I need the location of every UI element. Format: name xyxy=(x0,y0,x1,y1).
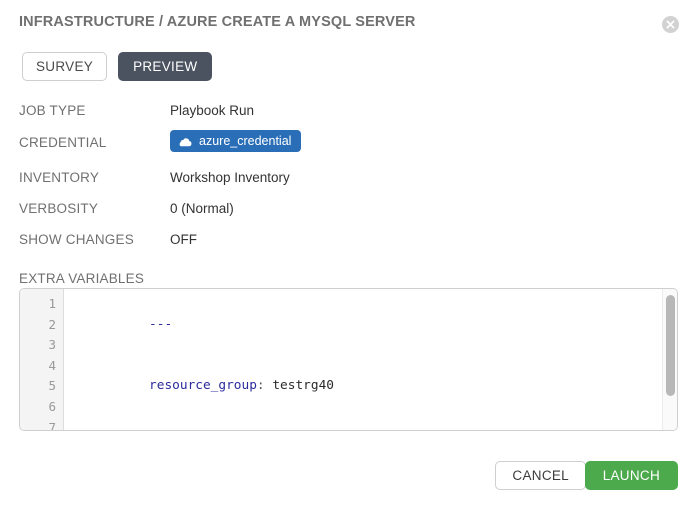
dialog-header: INFRASTRUCTURE / AZURE CREATE A MYSQL SE… xyxy=(0,0,698,40)
detail-row-job-type: JOB TYPE Playbook Run xyxy=(19,102,659,119)
extra-variables-editor[interactable]: 1 2 3 4 5 6 7 --- resource_group: testrg… xyxy=(19,288,678,431)
code-line: location: eastus xyxy=(72,418,677,430)
verbosity-value: 0 (Normal) xyxy=(170,201,234,216)
code-line: resource_group: testrg40 xyxy=(149,378,334,394)
credential-label: CREDENTIAL xyxy=(19,135,107,150)
cancel-button[interactable]: CANCEL xyxy=(495,461,586,490)
line-number: 5 xyxy=(48,378,56,394)
line-number: 3 xyxy=(48,337,56,353)
tab-survey[interactable]: SURVEY xyxy=(22,52,108,81)
dialog-footer: CANCEL LAUNCH xyxy=(0,446,698,512)
yaml-value: testrg40 xyxy=(272,378,334,394)
editor-vertical-scrollbar[interactable] xyxy=(662,289,677,430)
editor-line-number-gutter: 1 2 3 4 5 6 7 xyxy=(20,289,64,430)
detail-row-verbosity: VERBOSITY 0 (Normal) xyxy=(19,200,659,217)
job-type-label: JOB TYPE xyxy=(19,103,86,118)
page-title: INFRASTRUCTURE / AZURE CREATE A MYSQL SE… xyxy=(19,14,416,30)
launch-button[interactable]: LAUNCH xyxy=(584,461,678,490)
credential-badge[interactable]: azure_credential xyxy=(170,130,302,152)
tab-preview[interactable]: PREVIEW xyxy=(118,52,213,81)
verbosity-label: VERBOSITY xyxy=(19,201,99,216)
detail-row-show-changes: SHOW CHANGES OFF xyxy=(19,231,659,248)
job-type-value: Playbook Run xyxy=(170,103,255,118)
line-number: 1 xyxy=(48,296,56,311)
extra-variables-label: EXTRA VARIABLES xyxy=(19,271,145,286)
close-icon[interactable] xyxy=(662,16,679,33)
yaml-key: resource_group xyxy=(149,378,257,394)
cloud-icon xyxy=(178,136,192,147)
inventory-label: INVENTORY xyxy=(19,170,100,185)
detail-row-inventory: INVENTORY Workshop Inventory xyxy=(19,169,659,186)
yaml-doc-start: --- xyxy=(149,316,173,332)
credential-badge-label: azure_credential xyxy=(199,134,292,148)
show-changes-value: OFF xyxy=(170,232,197,247)
line-number: 7 xyxy=(48,419,56,431)
line-number: 4 xyxy=(48,357,56,373)
line-number: 6 xyxy=(48,398,56,414)
detail-row-credential: CREDENTIAL azure_credential xyxy=(19,130,659,152)
editor-code-area[interactable]: --- resource_group: testrg40 location: e… xyxy=(64,289,677,430)
show-changes-label: SHOW CHANGES xyxy=(19,232,134,247)
view-toggle-group: SURVEY PREVIEW xyxy=(22,52,213,81)
line-number: 2 xyxy=(48,316,56,332)
editor-scrollbar-thumb[interactable] xyxy=(666,295,675,396)
code-line: --- xyxy=(72,294,677,356)
job-details-list: JOB TYPE Playbook Run CREDENTIAL azure_c… xyxy=(19,102,659,248)
inventory-value: Workshop Inventory xyxy=(170,170,290,185)
